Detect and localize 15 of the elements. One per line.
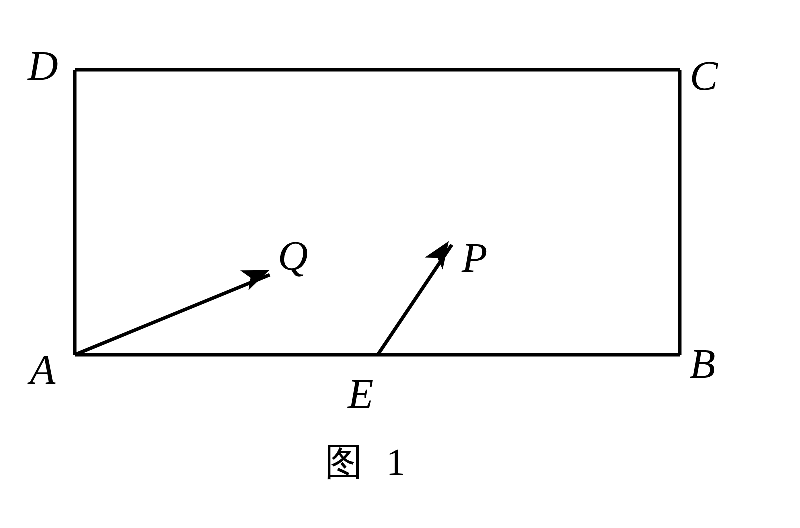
line-segment <box>378 353 680 357</box>
point-label: Q <box>278 236 308 278</box>
point-label: D <box>28 46 58 88</box>
point-label: P <box>462 238 488 280</box>
vector-arrow <box>376 241 454 356</box>
line-segment <box>678 70 682 355</box>
point-label: A <box>30 350 56 392</box>
point-label: C <box>690 56 718 98</box>
vector-arrow <box>74 270 271 357</box>
line-segment <box>75 353 378 357</box>
point-label: B <box>690 344 716 386</box>
line-segment <box>75 68 680 72</box>
point-label: E <box>348 374 374 416</box>
line-segment <box>73 70 77 355</box>
figure-caption: 图 1 <box>325 443 406 483</box>
